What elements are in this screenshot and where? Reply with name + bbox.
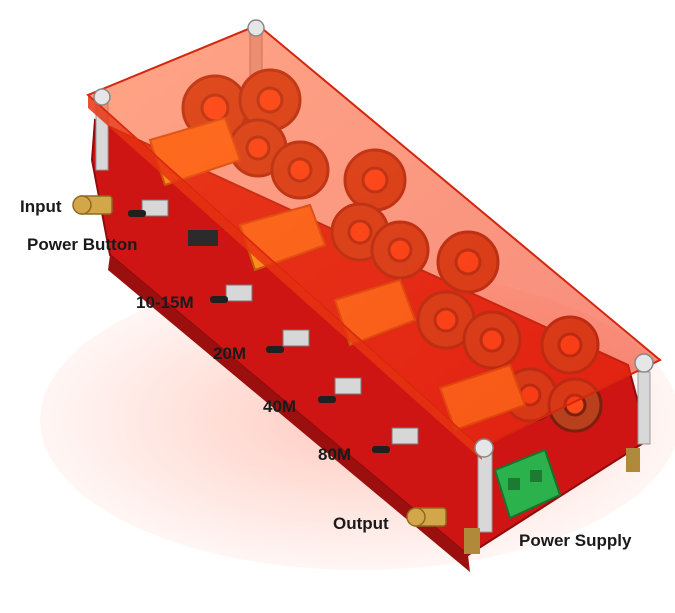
terminal-block [493,448,562,520]
label-output: Output [333,514,389,533]
label-band-20m: 20M [213,344,247,363]
ic-chip [188,230,218,246]
band-switches [128,199,419,453]
label-band-40m: 40M [263,397,297,416]
label-power-button: Power Button [27,235,138,254]
label-band-10-15m: 10-15M [136,293,194,312]
sma-connectors [72,195,447,527]
screws [93,19,654,458]
label-input: Input [20,197,62,216]
label-band-80m: 80M [318,445,352,464]
label-power-supply: Power Supply [519,531,632,550]
pcb-front-edge [108,255,470,572]
acrylic-cover-edge [88,95,482,460]
